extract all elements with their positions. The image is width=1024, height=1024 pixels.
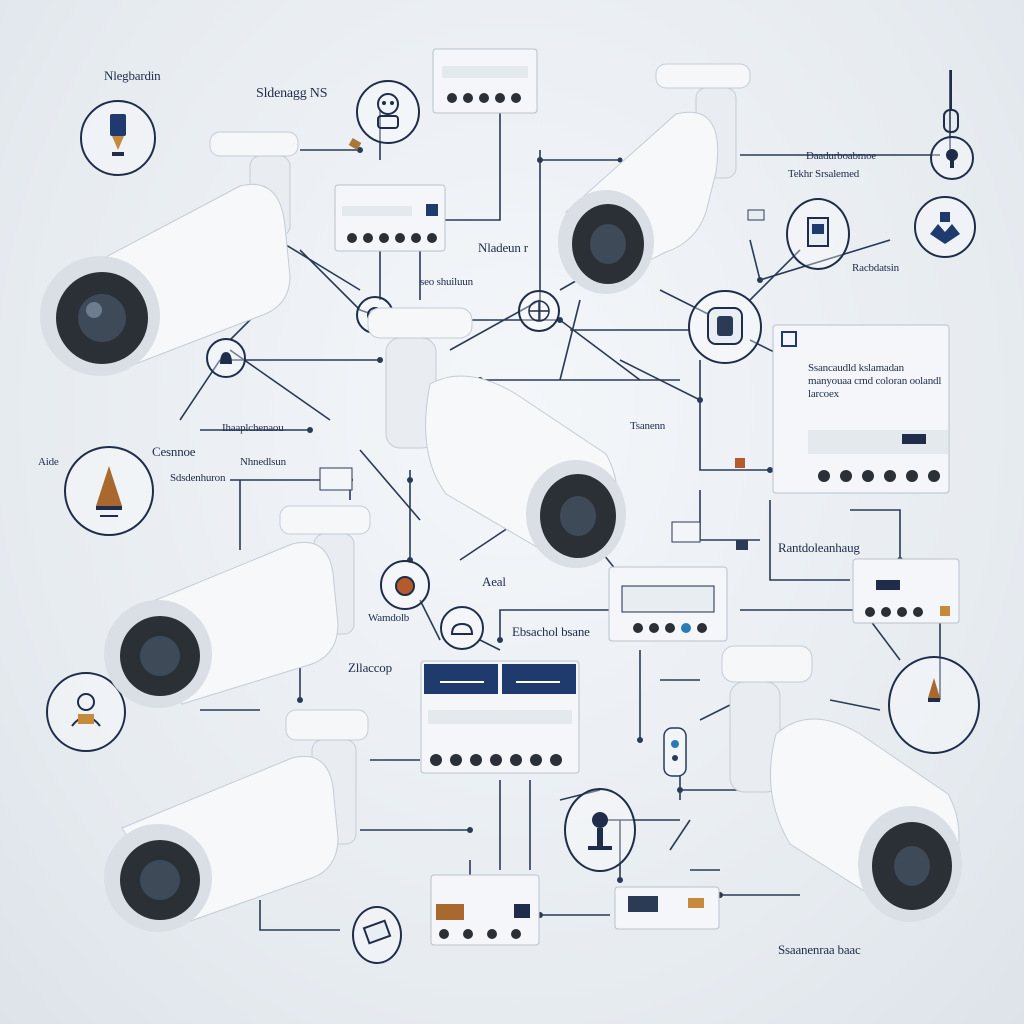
face-icon (928, 678, 940, 702)
face-icon-circle (888, 656, 980, 754)
remote-icon (663, 727, 687, 777)
label-left-small: Aide (38, 456, 59, 468)
label-bottom-right: Ssaanenraa baac (778, 942, 861, 957)
sensor-icon (807, 217, 829, 247)
webcam-icon-circle (564, 788, 636, 872)
camera-small-icon-circle (380, 560, 430, 610)
network-switch-center (608, 566, 728, 642)
security-camera-bottom-right (721, 645, 962, 922)
label-top-right-2: Tekhr Srsalemed (788, 168, 860, 180)
security-camera-mid-left (104, 505, 371, 708)
label-top-left: Nlegbardin (104, 68, 161, 83)
label-mid-left-1: Ihaaplchenaou (222, 422, 284, 434)
bell-icon-circle (206, 338, 246, 378)
label-center-right: Tsanenn (630, 420, 666, 432)
hand-icon-circle (914, 196, 976, 258)
padlock-icon (943, 70, 959, 133)
network-switch-upper (334, 184, 446, 252)
network-switch-right (852, 558, 960, 624)
label-mid-left-4: Nhnedlsun (240, 456, 286, 468)
bell-icon (220, 352, 232, 364)
label-lower-left-2: Zllaccop (348, 660, 392, 675)
webcam-icon (588, 812, 612, 850)
label-right-lower: Rantdoleanhaug (778, 540, 860, 555)
cloud-icon (450, 622, 474, 635)
label-mid-left-2: Cesnnoe (152, 444, 196, 459)
security-camera-center (367, 307, 626, 568)
alarm-icon-circle (64, 446, 154, 536)
hand-icon (930, 212, 960, 244)
label-center-lower: Aeal (482, 574, 506, 589)
dispenser-icon (110, 114, 126, 156)
sensor-icon-circle (786, 198, 850, 270)
hand-device-icon (362, 919, 392, 945)
panel-text: Ssancaudld kslamadan manyouaa crnd color… (808, 362, 942, 400)
nvr-recorder (420, 660, 580, 774)
hand-device-icon-circle (352, 906, 402, 964)
user-icon (71, 693, 101, 727)
key-icon (946, 149, 958, 168)
network-switch-top (432, 48, 538, 114)
network-switch-bottom (430, 874, 540, 946)
access-control-unit (614, 886, 720, 930)
label-right-mid: Racbdatsin (852, 262, 899, 274)
robot-icon (377, 93, 399, 129)
label-center-mid: Nladeun r (478, 240, 528, 255)
label-top-center: Sldenagg NS (256, 86, 328, 101)
security-camera-top-right (558, 63, 751, 294)
label-lower-center: Ebsachol bsane (512, 624, 590, 639)
lock-icon (707, 307, 743, 345)
globe-icon-circle (518, 290, 560, 332)
control-panel-right (772, 324, 950, 494)
label-mid-left-3: Sdsdenhuron (170, 472, 226, 484)
dispenser-icon-circle (80, 100, 156, 176)
label-center-small: seo shuiluun (420, 276, 473, 288)
camera-small-icon (395, 576, 415, 596)
cloud-icon-circle (440, 606, 484, 650)
alarm-icon (96, 466, 122, 517)
globe-icon (528, 300, 550, 322)
security-camera-top-left (40, 131, 299, 376)
key-icon-circle (930, 136, 974, 180)
security-camera-bottom-left (104, 709, 369, 932)
user-icon-circle (46, 672, 126, 752)
lock-icon-circle (688, 290, 762, 364)
label-top-right-1: Daadurboabmoe (806, 150, 877, 162)
label-lower-left-1: Wamdolb (368, 612, 410, 624)
robot-icon-circle (356, 80, 420, 144)
